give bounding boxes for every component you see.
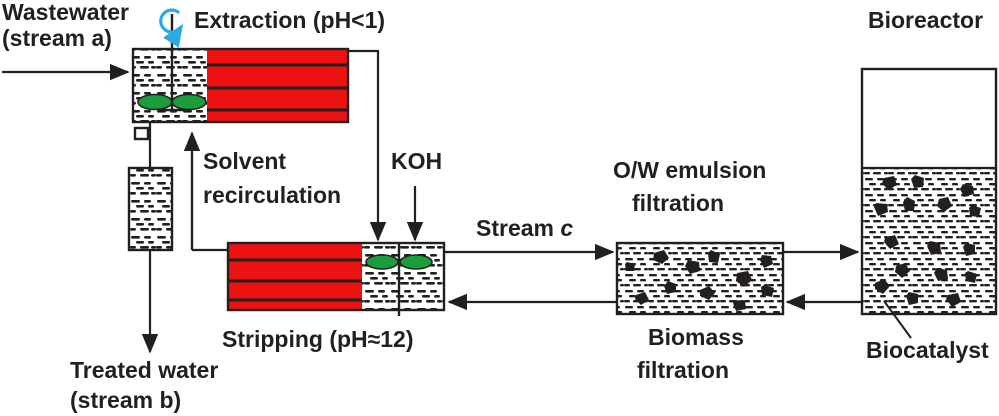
label-biomass-line2: filtration	[637, 357, 729, 383]
label-stream-c-italic: c	[560, 215, 573, 241]
label-biomass-line1: Biomass	[648, 324, 744, 350]
stripping-aqueous-phase	[362, 243, 444, 310]
label-extraction: Extraction (pH<1)	[194, 7, 385, 33]
stripping-vessel-outline	[226, 241, 446, 312]
label-ow-emulsion-line2: filtration	[632, 190, 724, 216]
label-stream-c-prefix: Stream	[476, 215, 560, 241]
filtration-unit	[615, 241, 785, 316]
label-biocatalyst: Biocatalyst	[866, 337, 989, 363]
stripping-unit	[226, 241, 446, 316]
label-koh: KOH	[391, 148, 442, 174]
stripping-droplets	[365, 254, 433, 270]
treated-water-flowpath	[133, 122, 159, 354]
solvent-recirculation-flowpath	[183, 131, 228, 252]
label-solvent-recirculation-line2: recirculation	[203, 182, 341, 208]
stripping-solvent-bands	[228, 258, 362, 302]
label-stream-c: Stream c	[476, 215, 573, 241]
extraction-unit	[131, 14, 350, 124]
label-treated-water-line1: Treated water	[70, 357, 218, 383]
label-treated-water-line2: (stream b)	[70, 387, 181, 413]
biocatalyst-leader-line	[883, 300, 912, 339]
label-wastewater-line1: Wastewater	[2, 0, 129, 25]
label-ow-emulsion-line1: O/W emulsion	[613, 157, 766, 183]
filtration-unit-outline	[615, 241, 785, 316]
stirrer-rotation-icon	[159, 8, 184, 48]
filter-column-media	[129, 168, 172, 250]
extraction-solvent-bands	[207, 63, 348, 112]
bioreactor-outline	[860, 67, 998, 316]
bioreactor-biocatalyst-particles	[874, 175, 981, 307]
sand-filter-column	[127, 166, 174, 252]
bioreactor-headspace	[862, 69, 996, 168]
label-bioreactor: Bioreactor	[868, 7, 983, 33]
bioreactor-vessel	[860, 67, 998, 316]
label-wastewater-line2: (stream a)	[2, 25, 112, 51]
filter-column-outline	[127, 166, 174, 252]
valve-symbol	[133, 126, 150, 141]
label-solvent-recirculation-line1: Solvent	[203, 148, 286, 174]
label-stripping: Stripping (pH≈12)	[222, 326, 414, 352]
loaded-solvent-flowpath	[348, 49, 387, 242]
filtration-biomass-particles	[625, 250, 774, 311]
extraction-vessel-outline	[131, 47, 350, 124]
